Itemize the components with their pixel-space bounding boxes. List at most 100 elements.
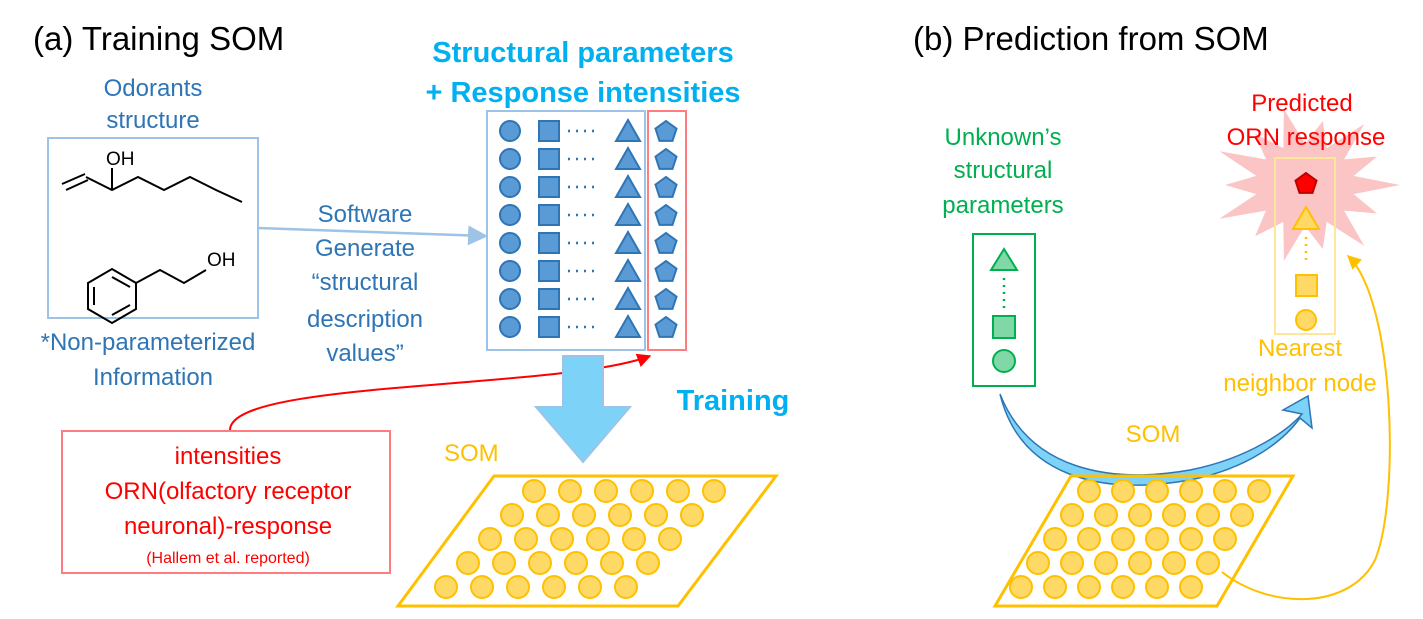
software-line2: Generate	[315, 235, 415, 262]
som-node	[1179, 479, 1203, 503]
som-node	[1077, 479, 1101, 503]
som-node	[572, 503, 596, 527]
som-node	[1162, 503, 1186, 527]
matrix-circle	[499, 316, 521, 338]
matrix-triangle	[614, 257, 642, 282]
som-node	[528, 551, 552, 575]
header-response-intensities: + Response intensities	[425, 77, 740, 109]
octenol-molecule	[61, 168, 243, 203]
som-grid-a	[434, 479, 726, 599]
som-node	[1009, 575, 1033, 599]
parameter-matrix-box	[486, 110, 646, 351]
som-node	[622, 527, 646, 551]
som-node	[608, 503, 632, 527]
header-structural-parameters: Structural parameters	[432, 37, 733, 69]
matrix-pentagon	[654, 119, 678, 142]
som-node	[1077, 527, 1101, 551]
som-node	[1094, 503, 1118, 527]
som-node	[1230, 503, 1254, 527]
nearest-circle	[1295, 309, 1317, 331]
training-arrow	[533, 355, 633, 464]
software-arrow	[257, 225, 488, 246]
som-node	[1043, 527, 1067, 551]
software-line4: description	[307, 306, 423, 333]
matrix-circle	[499, 120, 521, 142]
som-node	[1094, 551, 1118, 575]
orn-box-citation: (Hallem et al. reported)	[146, 550, 310, 567]
matrix-pentagon	[654, 287, 678, 310]
som-node	[470, 575, 494, 599]
matrix-circle	[499, 204, 521, 226]
matrix-circle	[499, 288, 521, 310]
som-node	[630, 479, 654, 503]
som-node	[1179, 527, 1203, 551]
som-node	[1111, 527, 1135, 551]
panel-a-title: (a) Training SOM	[33, 20, 284, 57]
som-node	[600, 551, 624, 575]
som-node	[1213, 527, 1237, 551]
som-node	[550, 527, 574, 551]
som-node	[1145, 527, 1169, 551]
unknown-square	[992, 315, 1016, 339]
predicted-line2: ORN response	[1227, 124, 1386, 151]
som-node	[492, 551, 516, 575]
som-node	[614, 575, 638, 599]
nearest-node-box	[1274, 157, 1336, 335]
som-node	[434, 575, 458, 599]
software-line3: “structural	[312, 269, 419, 296]
som-node	[680, 503, 704, 527]
som-node	[702, 479, 726, 503]
som-node	[644, 503, 668, 527]
som-node	[1162, 551, 1186, 575]
som-node	[1247, 479, 1271, 503]
matrix-pentagon	[654, 231, 678, 254]
matrix-triangle	[614, 285, 642, 310]
unknown-line1: Unknown’s	[945, 124, 1062, 151]
unknown-vector-box	[972, 233, 1036, 387]
odorants-structure-box	[47, 137, 259, 319]
training-label: Training	[677, 385, 790, 417]
unknown-triangle	[989, 247, 1019, 271]
som-node	[658, 527, 682, 551]
oh-label-top: OH	[106, 149, 135, 170]
matrix-triangle	[614, 173, 642, 198]
matrix-square	[538, 232, 560, 254]
som-node	[1128, 551, 1152, 575]
som-node	[478, 527, 502, 551]
oh-label-bottom: OH	[207, 250, 236, 271]
som-node	[1060, 503, 1084, 527]
non-parameterized-line1: *Non-parameterized	[41, 329, 256, 356]
matrix-square	[538, 260, 560, 282]
software-line1: Software	[318, 201, 413, 228]
matrix-square	[538, 204, 560, 226]
matrix-triangle	[614, 117, 642, 142]
odorants-label-line2: structure	[106, 107, 199, 134]
matrix-circle	[499, 148, 521, 170]
som-node	[1213, 479, 1237, 503]
matrix-square	[538, 120, 560, 142]
matrix-triangle	[614, 201, 642, 226]
som-node	[666, 479, 690, 503]
som-grid-a-frame	[395, 474, 780, 608]
matrix-triangle	[614, 145, 642, 170]
matrix-triangle	[614, 313, 642, 338]
som-node	[1077, 575, 1101, 599]
som-node	[522, 479, 546, 503]
orn-box-line2: ORN(olfactory receptor	[105, 478, 352, 505]
predicted-pentagon	[1294, 171, 1318, 194]
matrix-circle	[499, 176, 521, 198]
response-column-box	[647, 110, 687, 351]
nearest-square	[1295, 274, 1318, 297]
matrix-pentagon	[654, 203, 678, 226]
som-node	[500, 503, 524, 527]
matrix-pentagon	[654, 259, 678, 282]
som-node	[1060, 551, 1084, 575]
matrix-pentagon	[654, 315, 678, 338]
matrix-triangle	[614, 229, 642, 254]
som-node	[1196, 551, 1220, 575]
matrix-square	[538, 288, 560, 310]
matrix-square	[538, 176, 560, 198]
som-label-b: SOM	[1126, 421, 1181, 448]
som-node	[1145, 575, 1169, 599]
